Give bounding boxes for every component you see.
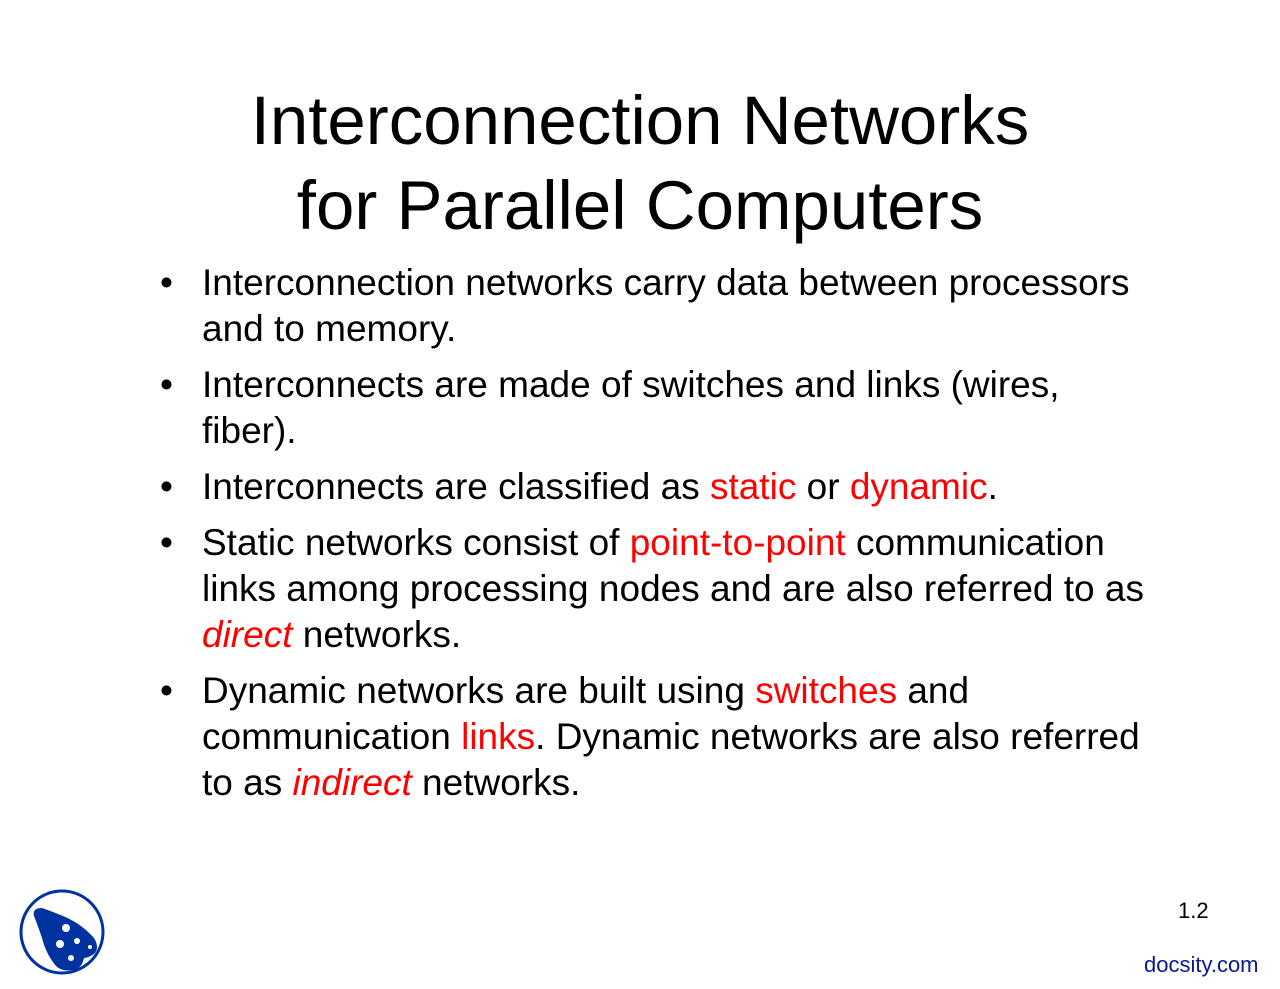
title-line-2: for Parallel Computers xyxy=(296,167,984,244)
bullet-item: • Interconnection networks carry data bet… xyxy=(160,260,1160,352)
highlighted-term: switches xyxy=(755,670,898,711)
highlighted-term: static xyxy=(709,466,797,507)
highlighted-term: direct xyxy=(202,614,293,655)
bullet-text: networks. xyxy=(411,762,581,803)
bullet-item: • Static networks consist of point-to-poi… xyxy=(160,520,1160,658)
page-number: 1.2 xyxy=(1178,898,1209,923)
bullet-item: •Interconnects are classified as static … xyxy=(160,464,1160,510)
highlighted-term: links xyxy=(461,716,536,757)
bullet-text: Static networks consist of xyxy=(202,522,630,563)
bullet-item: • Interconnects are made of switches and … xyxy=(160,362,1160,454)
highlighted-term: point-to-point xyxy=(629,522,846,563)
bullet-icon: • xyxy=(160,466,173,507)
bullet-text: Interconnects are made of switches and l… xyxy=(202,364,1060,451)
bullet-text: networks. xyxy=(292,614,462,655)
highlighted-term: dynamic xyxy=(849,466,988,507)
bullet-text: and communication xyxy=(202,670,970,757)
docsity-watermark[interactable]: docsity.com xyxy=(1144,952,1259,977)
slide-title: Interconnection Networks for Parallel Co… xyxy=(0,78,1280,248)
bullet-icon: • xyxy=(160,522,173,563)
bullet-icon: • xyxy=(160,670,173,711)
bullet-text: . xyxy=(987,466,998,507)
bullet-icon: • xyxy=(160,262,173,303)
bullet-text: communication links among processing nod… xyxy=(202,522,1144,609)
bullet-text: or xyxy=(796,466,850,507)
university-logo-icon xyxy=(19,889,105,975)
bullet-text: . Dynamic networks are also referred to … xyxy=(202,716,1140,803)
highlighted-term: indirect xyxy=(292,762,412,803)
bullet-item: • Dynamic networks are built using switch… xyxy=(160,668,1160,806)
bullet-text: Dynamic networks are built using xyxy=(202,670,756,711)
title-line-1: Interconnection Networks xyxy=(250,82,1030,159)
bullet-list: • Interconnection networks carry data bet… xyxy=(160,260,1160,816)
bullet-text: Interconnection networks carry data betw… xyxy=(202,262,1130,349)
bullet-text: Interconnects are classified as xyxy=(202,466,710,507)
bullet-icon: • xyxy=(160,364,173,405)
